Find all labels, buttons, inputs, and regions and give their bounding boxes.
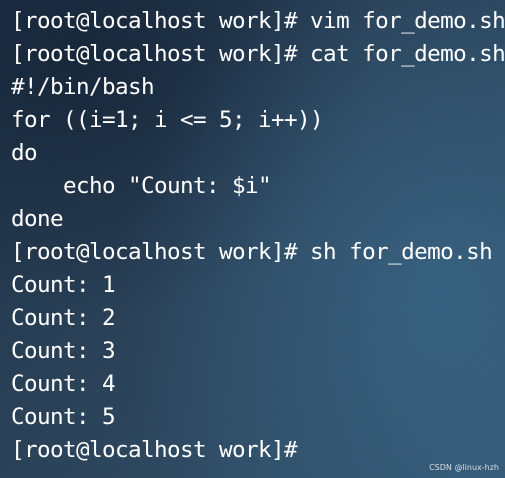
terminal-line-output-2: Count: 2 (11, 305, 116, 331)
terminal-prompt[interactable]: [root@localhost work]# (11, 437, 298, 463)
terminal-line-do: do (11, 140, 38, 166)
terminal-line-output-4: Count: 4 (11, 371, 116, 397)
terminal-line-echo: echo "Count: $i" (11, 173, 272, 199)
terminal-line-vim-command: [root@localhost work]# vim for_demo.sh (11, 8, 505, 34)
terminal-line-output-3: Count: 3 (11, 338, 116, 364)
watermark: CSDN @linux-hzh (429, 463, 499, 472)
terminal-line-output-1: Count: 1 (11, 272, 116, 298)
terminal-line-output-5: Count: 5 (11, 404, 116, 430)
terminal-line-sh-command: [root@localhost work]# sh for_demo.sh (11, 239, 493, 265)
terminal-line-for-header: for ((i=1; i <= 5; i++)) (11, 107, 324, 133)
terminal-line-shebang: #!/bin/bash (11, 74, 155, 100)
terminal-line-cat-command: [root@localhost work]# cat for_demo.sh (11, 41, 505, 67)
terminal-line-done: done (11, 206, 64, 232)
